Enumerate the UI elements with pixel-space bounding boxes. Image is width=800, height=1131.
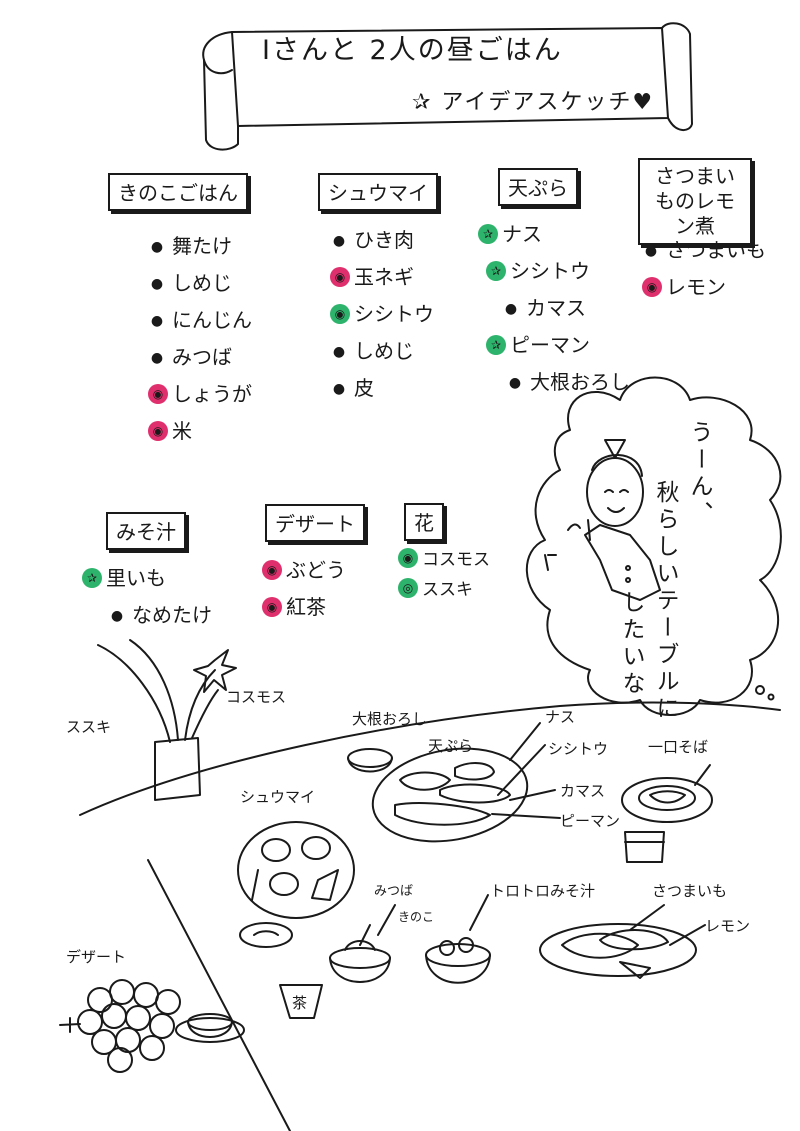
- list-item: ●しめじ: [148, 265, 252, 302]
- bullet-icon: ●: [332, 344, 346, 360]
- label-toro-miso: トロトロみそ汁: [490, 882, 596, 900]
- list-flowers: ◉コスモス ◎ススキ: [398, 545, 490, 605]
- label-cosmos: コスモス: [226, 688, 287, 706]
- list-item: ●しめじ: [330, 333, 434, 370]
- category-misoshiru: みそ汁: [106, 512, 186, 550]
- bullet-icon: ●: [150, 276, 164, 292]
- list-item: ●舞たけ: [148, 228, 252, 265]
- label-shumai: シュウマイ: [240, 788, 316, 806]
- category-satsumaimo-lemon: さつまいものレモン煮: [638, 158, 752, 245]
- list-item: ●みつば: [148, 339, 252, 376]
- green-dot-icon: ◉: [398, 548, 418, 568]
- pink-dot-icon: ◉: [262, 559, 282, 580]
- page-subtitle: ✰ アイデアスケッチ♥: [412, 90, 655, 115]
- pink-dot-icon: ◉: [148, 420, 168, 441]
- category-dessert: デザート: [265, 504, 365, 542]
- page-title: Iさんと 2人の昼ごはん: [262, 35, 563, 66]
- list-item: ✰里いも: [82, 560, 212, 597]
- list-misoshiru: ✰里いも ●なめたけ: [82, 560, 212, 634]
- bullet-icon: ●: [504, 301, 518, 317]
- list-item: ◉米: [148, 413, 252, 450]
- green-spiral-icon: ◎: [398, 578, 418, 598]
- grapes: [59, 979, 181, 1073]
- label-mitsuba: みつば: [374, 884, 414, 899]
- list-item: ●にんじん: [148, 302, 252, 339]
- label-susuki: ススキ: [66, 718, 112, 736]
- girl-illustration: [544, 439, 661, 601]
- list-item: ●カマス: [478, 290, 630, 327]
- list-item: ✰ピーマン: [478, 327, 630, 364]
- pink-dot-icon: ◉: [642, 276, 662, 297]
- bullet-icon: ●: [332, 233, 346, 249]
- list-item: ●大根おろし: [478, 364, 630, 401]
- category-flowers: 花: [404, 503, 444, 541]
- category-shumai: シュウマイ: [318, 173, 438, 211]
- list-item: ◉紅茶: [262, 589, 346, 626]
- category-kinoko-gohan: きのこごはん: [108, 173, 248, 211]
- green-star-icon: ✰: [82, 567, 102, 588]
- list-tempura: ✰ナス ✰シシトウ ●カマス ✰ピーマン ●大根おろし: [478, 216, 630, 401]
- label-kamasu: カマス: [560, 782, 606, 800]
- flower-vase: [97, 639, 237, 801]
- label-shishitou: シシトウ: [548, 740, 609, 758]
- green-dot-icon: ◉: [330, 303, 350, 324]
- bullet-icon: ●: [150, 313, 164, 329]
- list-item: ◉シシトウ: [330, 296, 434, 333]
- label-piman: ピーマン: [560, 812, 621, 830]
- bullet-icon: ●: [332, 381, 346, 397]
- label-kinoko: きのこ: [398, 910, 435, 924]
- green-star-icon: ✰: [478, 223, 498, 244]
- list-item: ◉ぶどう: [262, 552, 346, 589]
- green-star-icon: ✰: [486, 260, 506, 281]
- pink-dot-icon: ◉: [330, 266, 350, 287]
- list-kinoko-gohan: ●舞たけ ●しめじ ●にんじん ●みつば ◉しょうが ◉米: [148, 228, 252, 450]
- label-tempura: 天ぷら: [428, 737, 474, 755]
- list-item: ●皮: [330, 370, 434, 407]
- label-tea: 茶: [292, 994, 308, 1012]
- category-tempura: 天ぷら: [498, 168, 578, 206]
- label-dessert: デザート: [66, 948, 127, 966]
- label-satsumaimo: さつまいも: [652, 882, 728, 900]
- label-lemon: レモン: [705, 917, 751, 935]
- label-daikon-oroshi: 大根おろし: [352, 710, 428, 728]
- list-item: ●なめたけ: [82, 597, 212, 634]
- list-item: ✰シシトウ: [478, 253, 630, 290]
- list-item: ◉玉ネギ: [330, 259, 434, 296]
- list-item: ✰ナス: [478, 216, 630, 253]
- list-item: ◉コスモス: [398, 545, 490, 575]
- thought-text-line1: うーん、: [686, 420, 712, 528]
- thought-text-line2: 秋らしいテーブルに: [652, 480, 678, 723]
- list-item: ●さつまいも: [642, 232, 766, 269]
- shumai-plate: [237, 821, 355, 919]
- bullet-icon: ●: [508, 375, 522, 391]
- bullet-icon: ●: [110, 608, 124, 624]
- list-item: ◉レモン: [642, 269, 766, 306]
- thought-text-line3: したいな: [618, 590, 644, 698]
- list-dessert: ◉ぶどう ◉紅茶: [262, 552, 346, 626]
- label-nasu: ナス: [545, 708, 576, 726]
- list-satsumaimo-lemon: ●さつまいも ◉レモン: [642, 232, 766, 306]
- bullet-icon: ●: [644, 243, 658, 259]
- green-star-icon: ✰: [486, 334, 506, 355]
- list-item: ●ひき肉: [330, 222, 434, 259]
- list-shumai: ●ひき肉 ◉玉ネギ ◉シシトウ ●しめじ ●皮: [330, 222, 434, 407]
- label-hitokuchi-soba: 一口そば: [648, 738, 709, 756]
- pink-dot-icon: ◉: [148, 383, 168, 404]
- list-item: ◉しょうが: [148, 376, 252, 413]
- bullet-icon: ●: [150, 239, 164, 255]
- list-item: ◎ススキ: [398, 575, 490, 605]
- pink-dot-icon: ◉: [262, 596, 282, 617]
- bullet-icon: ●: [150, 350, 164, 366]
